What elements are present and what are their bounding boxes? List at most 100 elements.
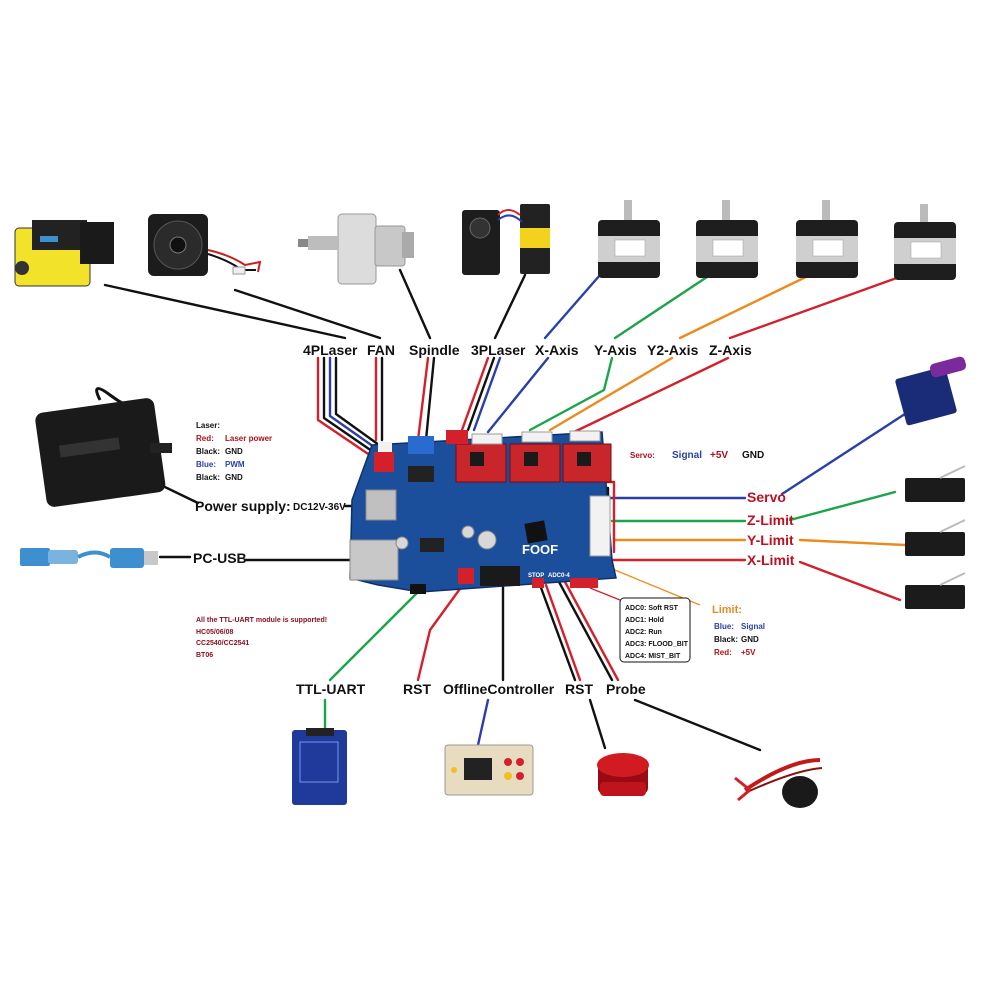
right-labels: Servo Z-Limit Y-Limit X-Limit bbox=[747, 489, 795, 568]
wire-rst2-red bbox=[544, 583, 582, 682]
wire-zaxis-leader bbox=[728, 273, 907, 340]
uart-note: All the TTL-UART module is supported! HC… bbox=[196, 617, 327, 659]
wire-4plaser-red bbox=[316, 356, 382, 464]
laser-legend-key-3: Blue: bbox=[196, 460, 216, 469]
servo-header: Servo: Signal +5V GND bbox=[630, 450, 764, 461]
probe-icon bbox=[734, 758, 823, 808]
usb-cable-icon bbox=[20, 548, 158, 568]
uart-header bbox=[410, 584, 426, 594]
limit-switch-x-icon bbox=[905, 572, 966, 609]
wire-spindle-leader bbox=[398, 268, 432, 340]
laser-connector bbox=[374, 452, 394, 472]
limit-legend-val-3: +5V bbox=[741, 648, 756, 657]
wire-fan-leader bbox=[233, 288, 382, 340]
wire-probe-leader bbox=[633, 698, 762, 752]
label-offline-controller: OfflineController bbox=[443, 681, 555, 697]
adc-connector bbox=[570, 578, 598, 588]
wire-3plaser-black bbox=[466, 356, 496, 432]
label-pc-usb: PC-USB bbox=[193, 550, 247, 566]
label-y-axis: Y-Axis bbox=[594, 342, 637, 358]
spindle-icon bbox=[298, 213, 414, 285]
label-3plaser: 3PLaser bbox=[471, 342, 526, 358]
wire-servo-leader bbox=[780, 410, 910, 496]
label-ttl-uart: TTL-UART bbox=[296, 681, 366, 697]
bottom-labels: TTL-UART RST OfflineController RST Probe bbox=[296, 681, 646, 697]
wire-probe-red bbox=[562, 578, 620, 682]
wire-offline-module bbox=[476, 698, 490, 747]
adc-line-0: ADC0: Soft RST bbox=[625, 605, 679, 612]
usb-port bbox=[349, 539, 399, 581]
laser-legend: Laser: Red: Laser power Black: GND Blue:… bbox=[196, 421, 272, 482]
servo-header-signal: Signal bbox=[672, 450, 702, 461]
wire-3plaser-red bbox=[460, 356, 490, 432]
laser-legend-val-1: Laser power bbox=[225, 434, 272, 443]
adc-box: ADC0: Soft RST ADC1: Hold ADC2: Run ADC3… bbox=[619, 597, 691, 663]
laser-legend-val-3: PWM bbox=[225, 460, 245, 469]
label-x-axis: X-Axis bbox=[535, 342, 579, 358]
laser-legend-key-1: Red: bbox=[196, 434, 214, 443]
laser-legend-val-2: GND bbox=[225, 447, 243, 456]
wire-4plaser-black2 bbox=[334, 356, 388, 452]
stepper-motor-y2-icon bbox=[796, 200, 858, 278]
laser-module-4p-icon bbox=[14, 220, 114, 287]
label-power-supply: Power supply: bbox=[195, 498, 291, 514]
wire-4plaser-blue bbox=[328, 356, 386, 456]
fan-icon bbox=[148, 214, 262, 276]
laser-legend-key-4: Black: bbox=[196, 473, 220, 482]
wire-zlimit-leader bbox=[788, 490, 897, 522]
ttl-uart-module-icon bbox=[292, 728, 347, 805]
label-z-axis: Z-Axis bbox=[709, 342, 752, 358]
limit-legend-val-2: GND bbox=[741, 635, 759, 644]
wire-yaxis-leader bbox=[613, 273, 712, 340]
limit-legend-key-2: Black: bbox=[714, 635, 738, 644]
label-z-limit: Z-Limit bbox=[747, 512, 794, 528]
wire-xaxis bbox=[486, 356, 550, 434]
servo-icon bbox=[895, 356, 967, 426]
wire-y2axis bbox=[548, 356, 674, 432]
laser-legend-val-4: GND bbox=[225, 473, 243, 482]
label-rst-2: RST bbox=[565, 681, 593, 697]
label-servo: Servo bbox=[747, 489, 786, 505]
wire-rst1 bbox=[416, 573, 472, 682]
board-logo: FOOF bbox=[522, 542, 558, 557]
label-spindle: Spindle bbox=[409, 342, 460, 358]
wire-3plaser-blue bbox=[472, 356, 502, 432]
stepper-motor-y-icon bbox=[696, 200, 758, 278]
laser-legend-title: Laser: bbox=[196, 421, 220, 430]
adc-line-2: ADC2: Run bbox=[625, 629, 662, 636]
wire-ylimit-leader bbox=[798, 538, 907, 547]
laser-module-3p-icon bbox=[462, 204, 550, 275]
limit-legend-title: Limit: bbox=[712, 604, 742, 616]
servo-header-prefix: Servo: bbox=[630, 451, 655, 460]
wire-4plaser-black1 bbox=[322, 356, 384, 460]
adc-line-1: ADC1: Hold bbox=[625, 617, 664, 624]
label-y2-axis: Y2-Axis bbox=[647, 342, 699, 358]
wire-yaxis bbox=[528, 356, 614, 432]
wire-rst-button bbox=[588, 698, 607, 750]
limit-legend: Limit: Blue: Signal Black: GND Red: +5V bbox=[712, 604, 765, 657]
laser3p-connector bbox=[446, 430, 468, 444]
wire-adc-leader bbox=[589, 587, 621, 601]
laser-legend-key-2: Black: bbox=[196, 447, 220, 456]
top-labels: 4PLaser FAN Spindle 3PLaser X-Axis Y-Axi… bbox=[303, 342, 752, 358]
wire-3plaser-leader bbox=[493, 273, 527, 340]
wire-probe-black bbox=[556, 578, 614, 682]
limit-header bbox=[589, 495, 611, 557]
limit-legend-key-1: Blue: bbox=[714, 622, 734, 631]
emergency-stop-button-icon bbox=[597, 753, 649, 796]
label-4plaser: 4PLaser bbox=[303, 342, 358, 358]
offline-controller-icon bbox=[444, 744, 534, 796]
rst-connector bbox=[458, 568, 474, 584]
label-y-limit: Y-Limit bbox=[747, 532, 794, 548]
uart-note-line-3: CC2540/CC2541 bbox=[196, 640, 249, 647]
uart-note-line-1: All the TTL-UART module is supported! bbox=[196, 617, 327, 624]
offline-controller-port bbox=[480, 566, 520, 586]
limit-legend-val-1: Signal bbox=[741, 622, 765, 631]
label-x-limit: X-Limit bbox=[747, 552, 795, 568]
board-adc-label: ADC0-4 bbox=[548, 573, 570, 579]
limit-switch-y-icon bbox=[905, 519, 966, 556]
adc-line-4: ADC4: MIST_BIT bbox=[625, 653, 681, 660]
label-voltage: DC12V-36V bbox=[293, 502, 346, 513]
label-rst-1: RST bbox=[403, 681, 431, 697]
stepper-motor-x-icon bbox=[598, 200, 660, 278]
